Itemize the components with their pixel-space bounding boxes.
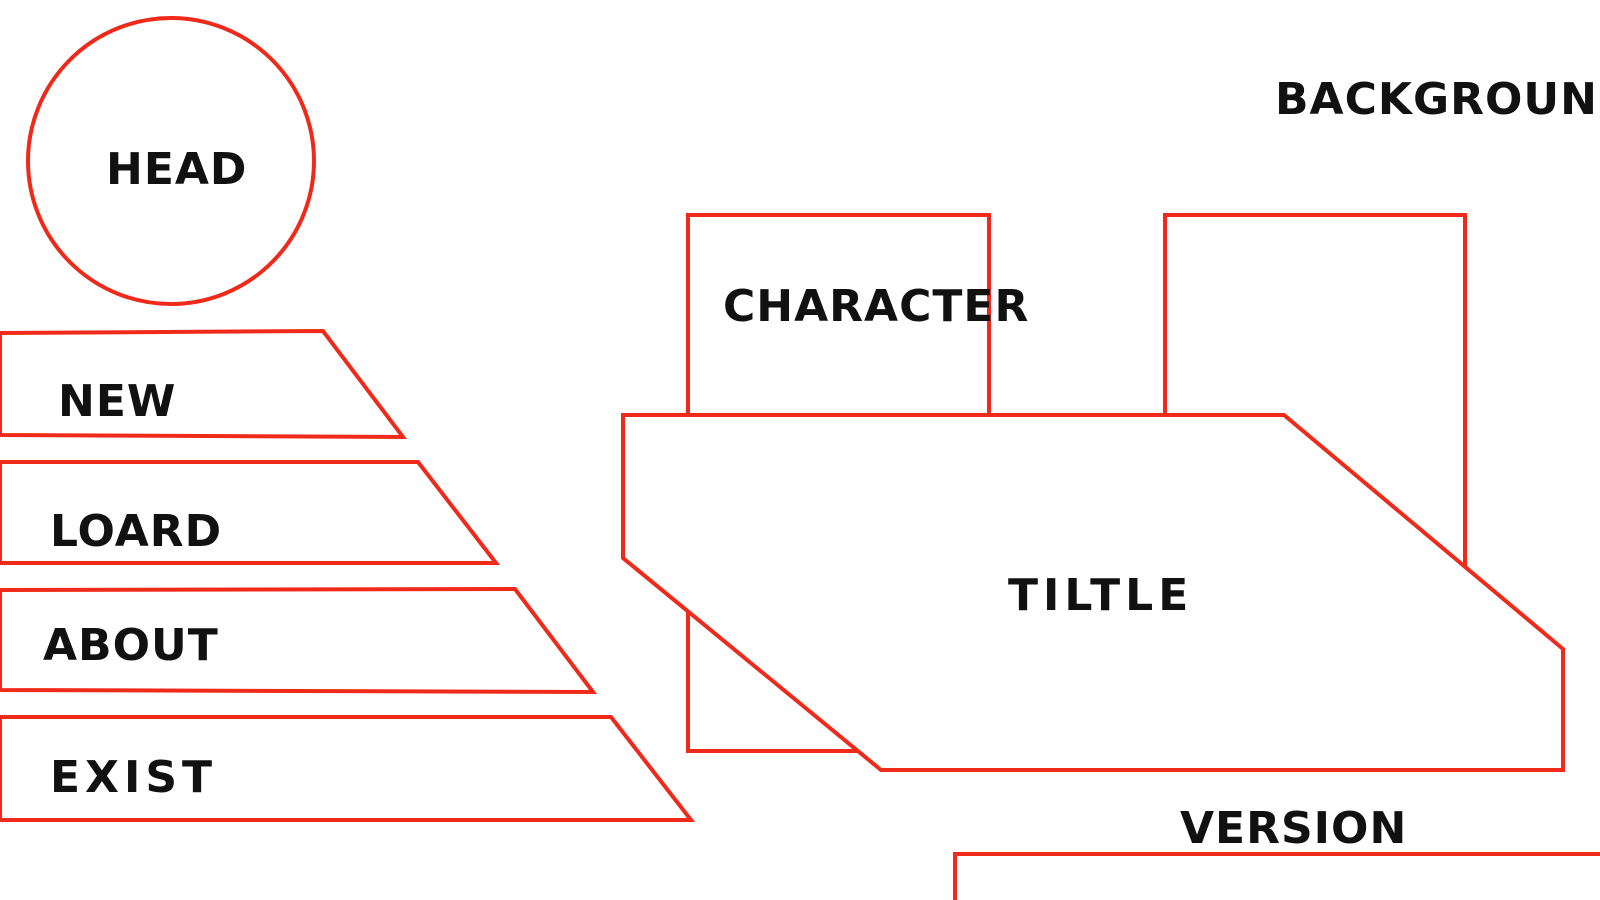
background-label: BACKGROUND (1275, 74, 1600, 125)
menu-button-exist[interactable]: EXIST (0, 715, 696, 822)
menu-button-loard-shape (0, 460, 501, 565)
title-label: TILTLE (1008, 570, 1193, 621)
head-avatar[interactable]: HEAD (26, 16, 316, 306)
menu-button-new[interactable]: NEW (0, 328, 408, 440)
menu-button-new-shape (0, 328, 408, 440)
title-banner-shape (621, 413, 1565, 772)
character-label: CHARACTER (723, 281, 1029, 332)
head-label: HEAD (106, 144, 247, 195)
version-label: VERSION (1180, 803, 1407, 854)
menu-button-loard-label: LOARD (50, 506, 222, 557)
menu-button-exist-shape (0, 715, 696, 822)
title-banner: TILTLE (621, 413, 1565, 772)
menu-button-exist-label: EXIST (50, 752, 217, 803)
menu-button-new-label: NEW (58, 376, 176, 427)
menu-button-about[interactable]: ABOUT (0, 586, 598, 695)
menu-button-about-shape (0, 586, 598, 695)
head-circle (26, 16, 316, 306)
menu-button-loard[interactable]: LOARD (0, 460, 501, 565)
menu-button-about-label: ABOUT (43, 620, 219, 671)
version-bar (953, 852, 1600, 900)
